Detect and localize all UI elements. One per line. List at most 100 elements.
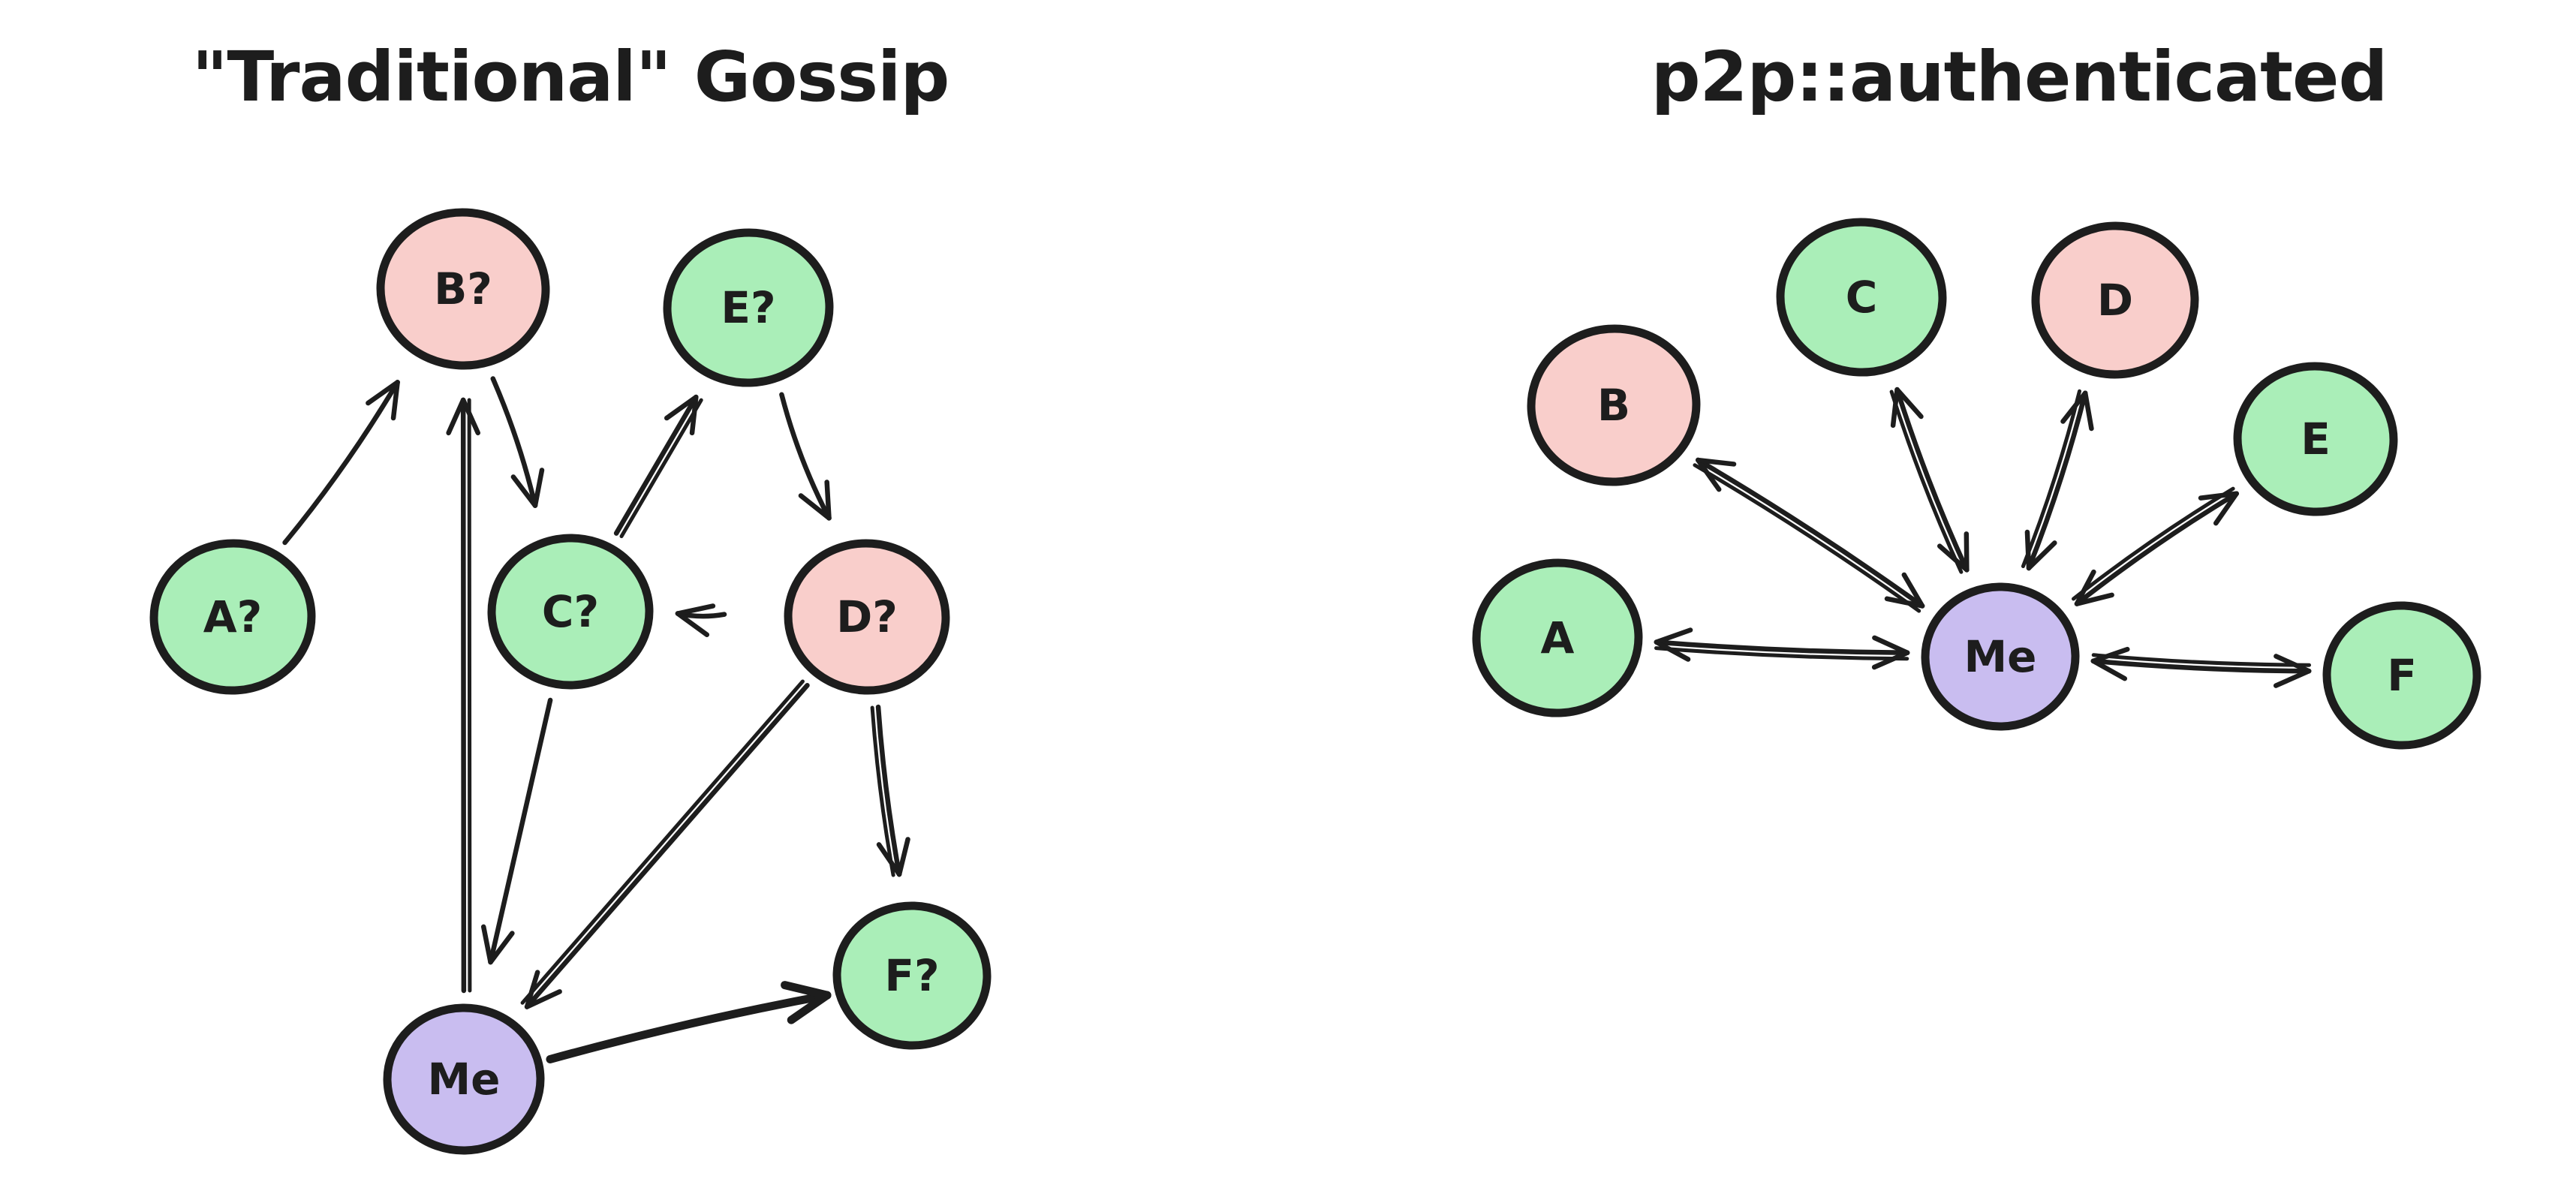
node-label: E	[2301, 414, 2331, 465]
arrow-stroke	[2090, 658, 2128, 681]
node-f-traditional-gossip: F?	[832, 901, 992, 1050]
arrow-stroke	[467, 398, 472, 993]
arrow-stroke	[1654, 646, 1909, 661]
edge-c-me	[480, 697, 553, 965]
node-circle	[1527, 324, 1701, 486]
arrow-stroke	[1894, 386, 1970, 573]
arrow-stroke	[2273, 668, 2312, 688]
node-label: D?	[836, 591, 898, 642]
arrow-stroke	[787, 991, 832, 1024]
arrow-stroke	[1871, 650, 1910, 670]
arrow-stroke	[546, 991, 832, 1063]
arrow-stroke	[664, 394, 699, 421]
right-diagram-title: p2p::authenticated	[1651, 37, 2388, 117]
node-d-traditional-gossip: D?	[784, 539, 950, 695]
arrow-stroke	[2026, 540, 2057, 571]
arrow-stroke	[675, 603, 716, 616]
arrow-stroke	[1872, 635, 1910, 655]
node-circle	[2322, 601, 2481, 750]
arrow-stroke	[1884, 596, 1925, 609]
node-b-p2p-authenticated: B	[1527, 324, 1701, 486]
edge-f-me	[2090, 646, 2312, 688]
arrow-stroke	[2021, 389, 2082, 569]
arrow-stroke	[480, 924, 493, 965]
node-me-p2p-authenticated: Me	[1921, 582, 2080, 731]
node-circle	[487, 534, 654, 690]
arrow-stroke	[2074, 592, 2114, 606]
arrow-stroke	[675, 611, 710, 638]
edge-d-f	[870, 704, 910, 877]
node-label: E?	[721, 282, 775, 333]
arrow-stroke	[510, 474, 538, 508]
left-diagram-title: "Traditional" Gossip	[192, 37, 949, 117]
arrow-stroke	[520, 679, 805, 1005]
arrow-stroke	[1693, 463, 1921, 613]
edge-c-e	[613, 394, 703, 539]
node-label: A?	[203, 591, 263, 642]
node-label: C	[1846, 272, 1878, 323]
node-a-p2p-authenticated: A	[1472, 558, 1643, 717]
arrow-stroke	[460, 397, 481, 436]
arrow-stroke	[282, 380, 400, 546]
arrow-stroke	[2090, 646, 2130, 664]
node-circle	[1921, 582, 2080, 731]
edge-d-c	[675, 603, 727, 638]
arrow-stroke	[488, 931, 515, 965]
node-circle	[149, 539, 316, 695]
node-label: A	[1541, 612, 1575, 663]
arrow-stroke	[2274, 654, 2312, 674]
arrow-stroke	[2024, 529, 2032, 571]
arrow-stroke	[366, 380, 400, 406]
node-label: C?	[542, 586, 599, 637]
node-e-p2p-authenticated: E	[2233, 362, 2398, 516]
node-label: F	[2387, 650, 2417, 701]
node-circle	[2233, 362, 2398, 516]
node-label: B	[1597, 380, 1630, 431]
arrow-stroke	[2074, 491, 2239, 606]
edge-e-me	[2071, 486, 2239, 606]
node-label: Me	[1964, 631, 2036, 682]
arrow-stroke	[1654, 627, 1693, 645]
arrow-stroke	[1889, 389, 1964, 574]
arrow-stroke	[2090, 658, 2312, 674]
arrow-stroke	[524, 970, 540, 1009]
node-c-traditional-gossip: C?	[487, 534, 654, 690]
arrow-stroke	[2082, 390, 2094, 432]
edge-b-c	[490, 376, 545, 508]
arrow-stroke	[2198, 491, 2239, 501]
arrow-stroke	[875, 704, 902, 877]
node-circle	[376, 208, 550, 370]
edge-c-me	[1889, 386, 1970, 574]
arrow-stroke	[2213, 491, 2239, 526]
edge-b-me	[1693, 457, 1925, 613]
traditional-gossip-diagram: A?B?C?D?E?F?Me	[149, 208, 992, 1155]
edge-a-me	[1654, 627, 1910, 670]
node-f-p2p-authenticated: F	[2322, 601, 2481, 750]
arrow-stroke	[532, 468, 545, 508]
arrow-stroke	[798, 493, 832, 521]
arrow-stroke	[1696, 457, 1722, 492]
arrow-stroke	[1901, 572, 1925, 609]
node-circle	[2031, 221, 2199, 379]
arrow-stroke	[876, 842, 902, 877]
arrow-stroke	[779, 392, 832, 521]
arrow-stroke	[1894, 386, 1924, 420]
arrow-stroke	[870, 705, 895, 877]
p2p-authenticated-edges	[1654, 386, 2312, 688]
arrow-stroke	[619, 398, 703, 539]
node-circle	[1776, 218, 1947, 377]
edge-e-d	[779, 392, 832, 521]
arrow-stroke	[524, 682, 810, 1009]
arrow-stroke	[1890, 386, 1900, 429]
arrow-stroke	[446, 397, 466, 436]
edge-me-b	[446, 397, 481, 994]
arrow-stroke	[2026, 390, 2088, 571]
arrow-stroke	[1654, 639, 1691, 662]
arrow-stroke	[896, 837, 910, 877]
arrow-stroke	[488, 697, 553, 965]
arrow-stroke	[1937, 543, 1970, 573]
arrow-stroke	[2071, 486, 2235, 601]
